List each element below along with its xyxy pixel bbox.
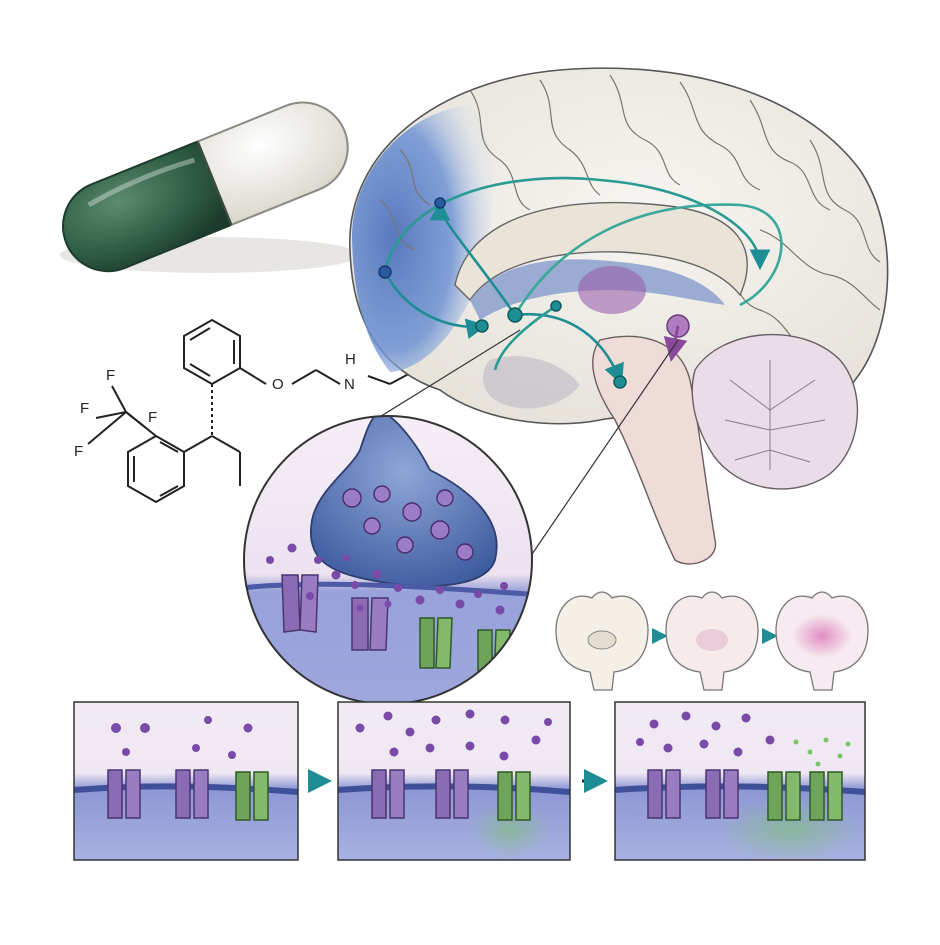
- cerebellum: [691, 333, 859, 490]
- pathway-prefrontal-1: [429, 199, 517, 316]
- pathway-cortical-loop: [383, 176, 771, 273]
- vesicle: [402, 502, 422, 522]
- vesicle: [373, 485, 391, 503]
- molecule-structure: [87, 318, 417, 504]
- hydrogen-label: H: [345, 351, 356, 368]
- zoom-lines: [377, 329, 679, 561]
- fluorine-label-1: F: [106, 367, 115, 384]
- coronal-section-3: [775, 591, 869, 691]
- fluorine-label-3: F: [148, 409, 157, 426]
- receptor-green: [435, 617, 453, 669]
- receptor-green: [419, 617, 435, 669]
- fluorine-label-2: F: [80, 400, 89, 417]
- pathway-brainstem: [514, 312, 624, 385]
- thalamus-region: [578, 266, 646, 314]
- corpus-callosum: [454, 201, 748, 302]
- brain-sagittal: [349, 67, 889, 565]
- temporal-region: [483, 356, 580, 409]
- cerebellum-folia: [724, 360, 826, 470]
- molecule-labels: O N H F F F F: [74, 351, 356, 460]
- coronal-section-1: [555, 591, 649, 691]
- pathway-nodes: [378, 197, 627, 389]
- capsule-pill: [60, 101, 360, 273]
- receptor-purple: [281, 574, 301, 633]
- nitrogen-label: N: [344, 376, 355, 393]
- oxygen-label: O: [272, 376, 284, 393]
- vesicles: [342, 485, 474, 561]
- vesicle: [396, 536, 414, 554]
- receptor-purple: [299, 574, 319, 633]
- node-hub: [507, 307, 523, 323]
- receptor-purple: [369, 597, 389, 651]
- fluorine-label-4: F: [74, 443, 83, 460]
- node-upper-prefrontal: [434, 197, 446, 209]
- synapse-panel-2: [337, 701, 571, 861]
- vesicle: [430, 520, 450, 540]
- neural-pathways: [383, 176, 783, 385]
- vesicle: [363, 517, 381, 535]
- vesicle: [436, 489, 454, 507]
- receptors-panel-3: [647, 769, 843, 821]
- node-brainstem: [613, 375, 627, 389]
- receptors-panel-2: [371, 769, 531, 821]
- vesicle: [456, 543, 474, 561]
- pathway-temporal: [493, 304, 557, 371]
- neurotransmitters-circle: [266, 543, 508, 615]
- receptor-green: [477, 629, 493, 681]
- released-signals: [793, 737, 851, 767]
- brainstem: [592, 335, 717, 565]
- pathway-raphe: [663, 325, 688, 362]
- prefrontal-cortex-region: [351, 105, 493, 372]
- node-prefrontal: [378, 265, 392, 279]
- pathway-cingulate: [513, 203, 783, 316]
- receptor-purple: [351, 597, 369, 651]
- node-amygdala: [475, 319, 489, 333]
- pathway-prefrontal-2: [383, 271, 488, 340]
- node-hippocampus: [550, 300, 562, 312]
- synapse-panel-1: [73, 701, 299, 861]
- presynaptic-terminal: [309, 416, 498, 587]
- synapse-zoom-circle: [243, 415, 533, 705]
- receptors-panel-1: [107, 769, 269, 821]
- synapse-panel-3: [614, 701, 866, 861]
- membrane-edge: [244, 581, 532, 598]
- coronal-section-2: [665, 591, 759, 691]
- coronal-sequence: [555, 591, 869, 691]
- vesicle: [342, 488, 362, 508]
